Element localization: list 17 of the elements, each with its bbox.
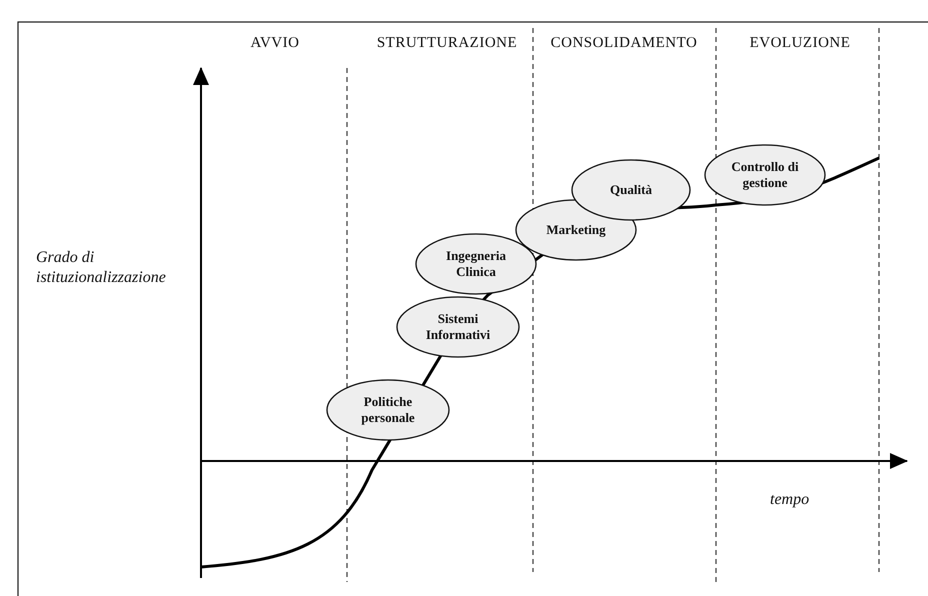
axis-title: tempo — [770, 490, 810, 510]
ellipse-node — [415, 233, 537, 295]
ellipse-node — [326, 379, 450, 441]
phase-title: STRUTTURAZIONE — [376, 35, 518, 52]
ellipse-node — [396, 296, 520, 358]
ellipse-node — [571, 159, 691, 221]
node-label: Controllo di gestione — [730, 159, 800, 191]
node-label: Marketing — [546, 222, 606, 238]
node-label: Ingegneria Clinica — [445, 248, 507, 280]
phase-title: AVVIO — [250, 35, 300, 52]
ellipse-node — [704, 144, 826, 206]
phase-title: EVOLUZIONE — [748, 35, 852, 52]
axis-title: Grado di istituzionalizzazione — [36, 248, 167, 288]
phase-title: CONSOLIDAMENTO — [550, 35, 698, 52]
node-label: Qualità — [610, 182, 652, 198]
node-label: Politiche personale — [360, 394, 416, 426]
node-label: Sistemi Informativi — [424, 311, 492, 343]
